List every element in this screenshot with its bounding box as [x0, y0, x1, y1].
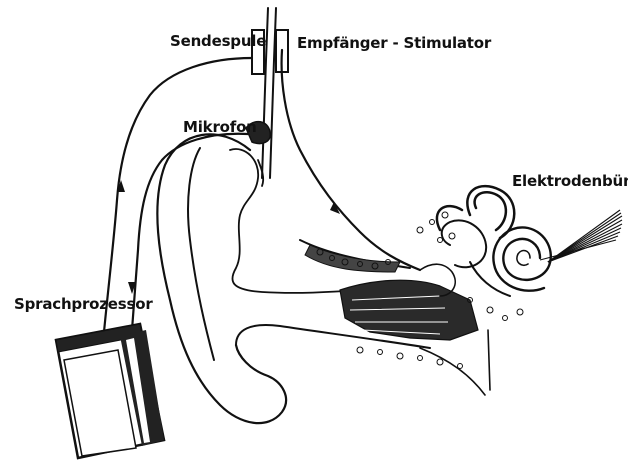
- label-elektrodenbuendel: Elektrodenbündel: [512, 172, 628, 190]
- electrode-bundle: [540, 210, 622, 262]
- speech-processor: [56, 324, 164, 458]
- label-empfaenger-stimulator: Empfänger - Stimulator: [297, 34, 491, 52]
- outer-ear: [157, 134, 430, 423]
- label-sendespule: Sendespule: [170, 32, 266, 50]
- inner-ear: [420, 186, 551, 296]
- processor-cables: [104, 58, 252, 332]
- label-mikrofon: Mikrofon: [183, 118, 257, 136]
- label-sprachprozessor: Sprachprozessor: [14, 295, 153, 313]
- stimulator-cable: [282, 50, 420, 270]
